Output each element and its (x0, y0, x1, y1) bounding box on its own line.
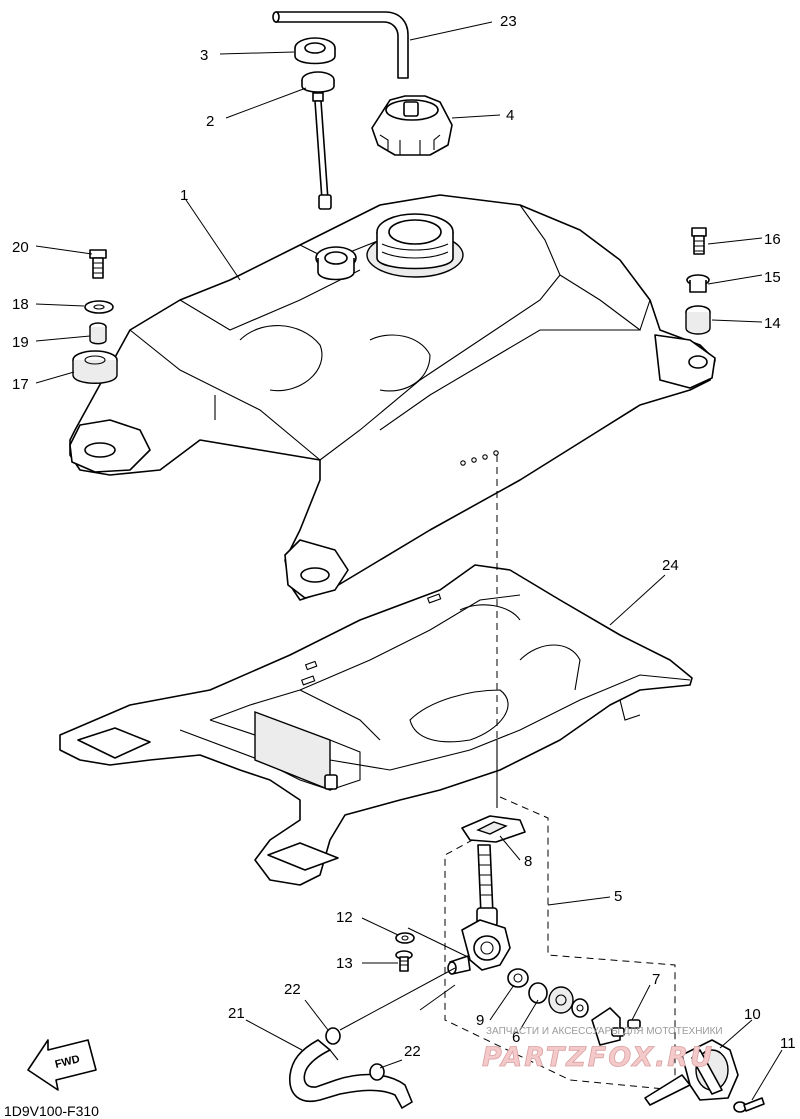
lever-knob-part-10 (644, 1039, 739, 1106)
callout-12: 12 (336, 909, 353, 926)
clamp-part-22-a (325, 1027, 341, 1045)
screw-part-13 (395, 950, 413, 972)
fuel-hose-part-21 (289, 1039, 413, 1109)
callout-17: 17 (12, 376, 29, 393)
callout-13: 13 (336, 955, 353, 972)
bolt-part-16 (691, 227, 707, 255)
callout-4: 4 (506, 107, 514, 124)
clamp-part-22-b (369, 1063, 385, 1081)
callout-6: 6 (512, 1029, 520, 1046)
watermark-tagline: ЗАПЧАСТИ И АКСЕССУАРЫ ДЛЯ МОТОТЕХНИКИ (486, 1026, 723, 1037)
fuel-gauge-part-2 (301, 71, 335, 210)
fuel-cap-part-4 (371, 95, 453, 156)
bolt-part-20 (89, 249, 107, 279)
gasket-part-8 (461, 815, 526, 843)
callout-7: 7 (652, 971, 660, 988)
screw-part-11 (733, 1097, 765, 1113)
watermark: ЗАПЧАСТИ И АКСЕССУАРЫ ДЛЯ МОТОТЕХНИКИ PA… (482, 1026, 723, 1073)
watermark-logo: PARTZFOX.RU (482, 1042, 714, 1073)
callout-2: 2 (206, 113, 214, 130)
callout-15: 15 (764, 269, 781, 286)
callout-21: 21 (228, 1005, 245, 1022)
washer-part-12 (395, 932, 415, 944)
callout-16: 16 (764, 231, 781, 248)
callout-10: 10 (744, 1006, 761, 1023)
screws-part-7 (611, 1019, 641, 1037)
callout-22-a: 22 (284, 981, 301, 998)
grommet-part-3 (294, 37, 336, 65)
diagram-code: 1D9V100-F310 (4, 1103, 99, 1119)
seal-part-9 (507, 968, 529, 988)
callout-22-b: 22 (404, 1043, 421, 1060)
callout-5: 5 (614, 888, 622, 905)
collar-part-15 (686, 274, 710, 293)
breather-hose-part-23 (272, 11, 409, 79)
collar-part-19 (89, 322, 107, 345)
fuel-cock-assembly-boundary (444, 796, 676, 1091)
damper-part-17 (72, 350, 118, 384)
leader-lines (35, 21, 783, 1101)
callout-11: 11 (780, 1035, 796, 1052)
fwd-label: FWD (54, 1053, 81, 1071)
callout-18: 18 (12, 296, 29, 313)
callout-20: 20 (12, 239, 29, 256)
callout-9: 9 (476, 1012, 484, 1029)
callout-numbers: 1 2 3 4 5 6 7 8 9 10 11 12 13 14 15 16 1… (12, 13, 796, 1060)
disc-part-6 (528, 982, 548, 1004)
fuel-tank (69, 194, 716, 601)
callout-3: 3 (200, 47, 208, 64)
damper-part-14 (685, 305, 711, 335)
callout-8: 8 (524, 853, 532, 870)
fuel-cock-body (447, 844, 511, 975)
tank-tray-part-24 (59, 564, 693, 886)
callout-23: 23 (500, 13, 517, 30)
callout-1: 1 (180, 187, 188, 204)
callout-24: 24 (662, 557, 679, 574)
callout-19: 19 (12, 334, 29, 351)
washer-part-18 (84, 300, 114, 314)
forward-direction-arrow: FWD (27, 1039, 97, 1091)
callout-14: 14 (764, 315, 781, 332)
